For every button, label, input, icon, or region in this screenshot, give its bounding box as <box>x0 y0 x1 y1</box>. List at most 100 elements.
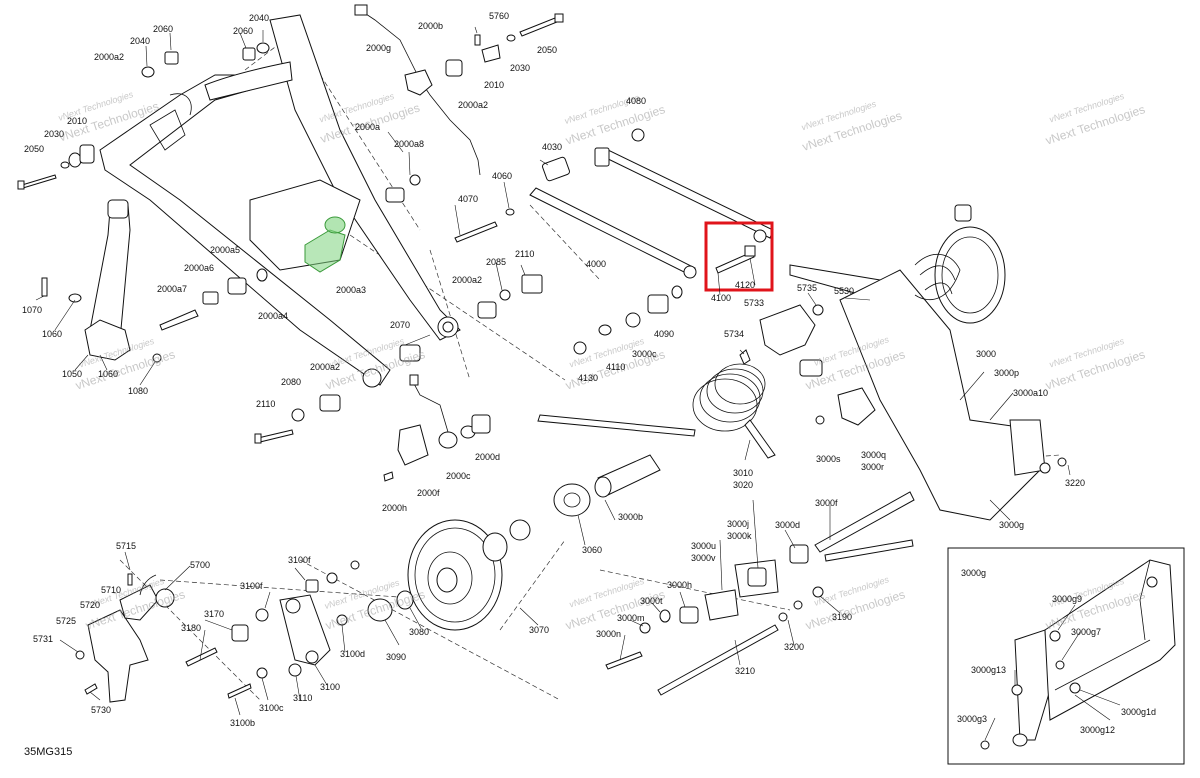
highlight-box-4120 <box>704 221 774 292</box>
part-label: 4070 <box>458 194 478 204</box>
part-label: 3000g1d <box>1121 707 1156 717</box>
part-label: 2070 <box>390 320 410 330</box>
part-label: 2040 <box>249 13 269 23</box>
part-label: 3190 <box>832 612 852 622</box>
part-label: 3200 <box>784 642 804 652</box>
part-label: 3000g7 <box>1071 627 1101 637</box>
part-label: 3210 <box>735 666 755 676</box>
part-label: 2000a6 <box>184 263 214 273</box>
part-label: 3100 <box>320 682 340 692</box>
part-labels: 2040 2060 2040 2060 2000a2 2010 2030 205… <box>22 11 1156 735</box>
part-label: 5730 <box>91 705 111 715</box>
part-label: 3000g3 <box>957 714 987 724</box>
hardware-parts <box>17 4 564 482</box>
part-label: 5530 <box>834 286 854 296</box>
part-label: 2060 <box>153 24 173 34</box>
part-label: 5733 <box>744 298 764 308</box>
part-label: 3000c <box>632 349 657 359</box>
part-label: 2030 <box>510 63 530 73</box>
part-label: 5731 <box>33 634 53 644</box>
part-label: 3000n <box>596 629 621 639</box>
part-label: 3000g13 <box>971 665 1006 675</box>
part-label: 1060 <box>98 369 118 379</box>
part-label: 2030 <box>44 129 64 139</box>
part-label: 3000m <box>617 613 645 623</box>
part-label: 4030 <box>542 142 562 152</box>
part-label: 2000a5 <box>210 245 240 255</box>
shaft-parts <box>553 454 915 564</box>
part-label: 2050 <box>24 144 44 154</box>
part-label: 3100b <box>230 718 255 728</box>
part-label: 3000j <box>727 519 749 529</box>
part-4120-bolt <box>715 245 756 274</box>
lever-assembly <box>84 199 162 363</box>
part-label: 3000g12 <box>1080 725 1115 735</box>
part-label: 3000q <box>861 450 886 460</box>
leader-lines <box>35 26 1121 741</box>
part-label: 4060 <box>492 171 512 181</box>
part-label: 2000c <box>446 471 471 481</box>
part-label: 2080 <box>281 377 301 387</box>
part-label: 3010 <box>733 468 753 478</box>
part-label: 3000k <box>727 531 752 541</box>
part-label: 2000a7 <box>157 284 187 294</box>
part-label: 3220 <box>1065 478 1085 488</box>
part-label: 2000a4 <box>258 311 288 321</box>
part-label: 3000b <box>618 512 643 522</box>
part-label: 2000g <box>366 43 391 53</box>
part-label: 3100f <box>288 555 311 565</box>
part-label: 3000a10 <box>1013 388 1048 398</box>
part-label: 2000a <box>355 122 380 132</box>
part-label: 3170 <box>204 609 224 619</box>
part-label: 3020 <box>733 480 753 490</box>
part-label: 3000h <box>667 580 692 590</box>
part-label: 3000t <box>640 596 663 606</box>
part-label: 3080 <box>409 627 429 637</box>
part-label: 2110 <box>515 249 534 259</box>
inset-title: 3000g <box>961 568 986 578</box>
part-label: 2000d <box>475 452 500 462</box>
part-label: 2085 <box>486 257 506 267</box>
part-label: 2000a2 <box>452 275 482 285</box>
part-label: 5725 <box>56 616 76 626</box>
part-label: 2010 <box>484 80 504 90</box>
part-label: 2010 <box>67 116 87 126</box>
part-label: 2000h <box>382 503 407 513</box>
rod-assembly <box>454 128 774 355</box>
part-label: 2000b <box>418 21 443 31</box>
part-label: 3000r <box>861 462 884 472</box>
part-label: 3000 <box>976 349 996 359</box>
part-label: 1060 <box>42 329 62 339</box>
part-label: 3000f <box>815 498 838 508</box>
part-label: 2000a8 <box>394 139 424 149</box>
part-label: 3100c <box>259 703 284 713</box>
part-label: 2060 <box>233 26 253 36</box>
part-label: 4100 <box>711 293 731 303</box>
idler-wheel <box>367 519 566 631</box>
part-label: 3000p <box>994 368 1019 378</box>
part-label: 5760 <box>489 11 509 21</box>
part-label: 3070 <box>529 625 549 635</box>
part-label: 4130 <box>578 373 598 383</box>
part-label: 3180 <box>181 623 201 633</box>
part-label: 2000a2 <box>310 362 340 372</box>
torsion-spring <box>537 363 776 459</box>
lower-arm-assembly <box>185 560 360 699</box>
part-label: 2110 <box>256 399 275 409</box>
part-label: 3060 <box>582 545 602 555</box>
rear-suspension-frame <box>739 204 1067 521</box>
part-label: 5715 <box>116 541 136 551</box>
part-label: 5735 <box>797 283 817 293</box>
highlighted-green-part <box>304 216 346 273</box>
part-label: 5734 <box>724 329 744 339</box>
part-label: 4110 <box>606 362 625 372</box>
part-label: 3100f <box>240 581 263 591</box>
part-label: 2050 <box>537 45 557 55</box>
part-label: 3000v <box>691 553 716 563</box>
part-label: 3000s <box>816 454 841 464</box>
part-label: 5720 <box>80 600 100 610</box>
part-label: 5700 <box>190 560 210 570</box>
part-label: 4120 <box>735 280 755 290</box>
part-label: 3000u <box>691 541 716 551</box>
